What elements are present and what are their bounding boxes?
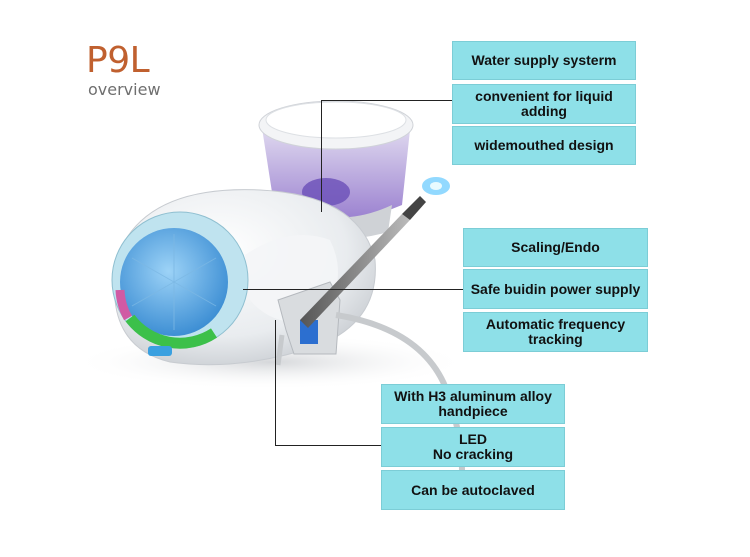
label-liquid-adding: convenient for liquid adding xyxy=(452,84,636,124)
leader-line-water-v xyxy=(321,100,322,212)
label-led-no-cracking: LED No cracking xyxy=(381,427,565,467)
handpiece xyxy=(300,214,410,328)
label-water-supply-system: Water supply systerm xyxy=(452,41,636,80)
label-scaling-endo: Scaling/Endo xyxy=(463,228,648,267)
product-title: P9L xyxy=(86,40,150,81)
label-power-supply: Safe buidin power supply xyxy=(463,269,648,309)
leader-line-water-h xyxy=(321,100,452,101)
leader-line-handpiece-v xyxy=(275,320,276,445)
label-aluminum-handpiece: With H3 aluminum alloy handpiece xyxy=(381,384,565,424)
label-frequency-tracking: Automatic frequency tracking xyxy=(463,312,648,352)
product-subtitle: overview xyxy=(88,80,161,99)
leader-line-handpiece-h xyxy=(275,445,381,446)
label-autoclaved: Can be autoclaved xyxy=(381,470,565,510)
leader-line-unit xyxy=(243,289,463,290)
label-widemouthed-design: widemouthed design xyxy=(452,126,636,165)
